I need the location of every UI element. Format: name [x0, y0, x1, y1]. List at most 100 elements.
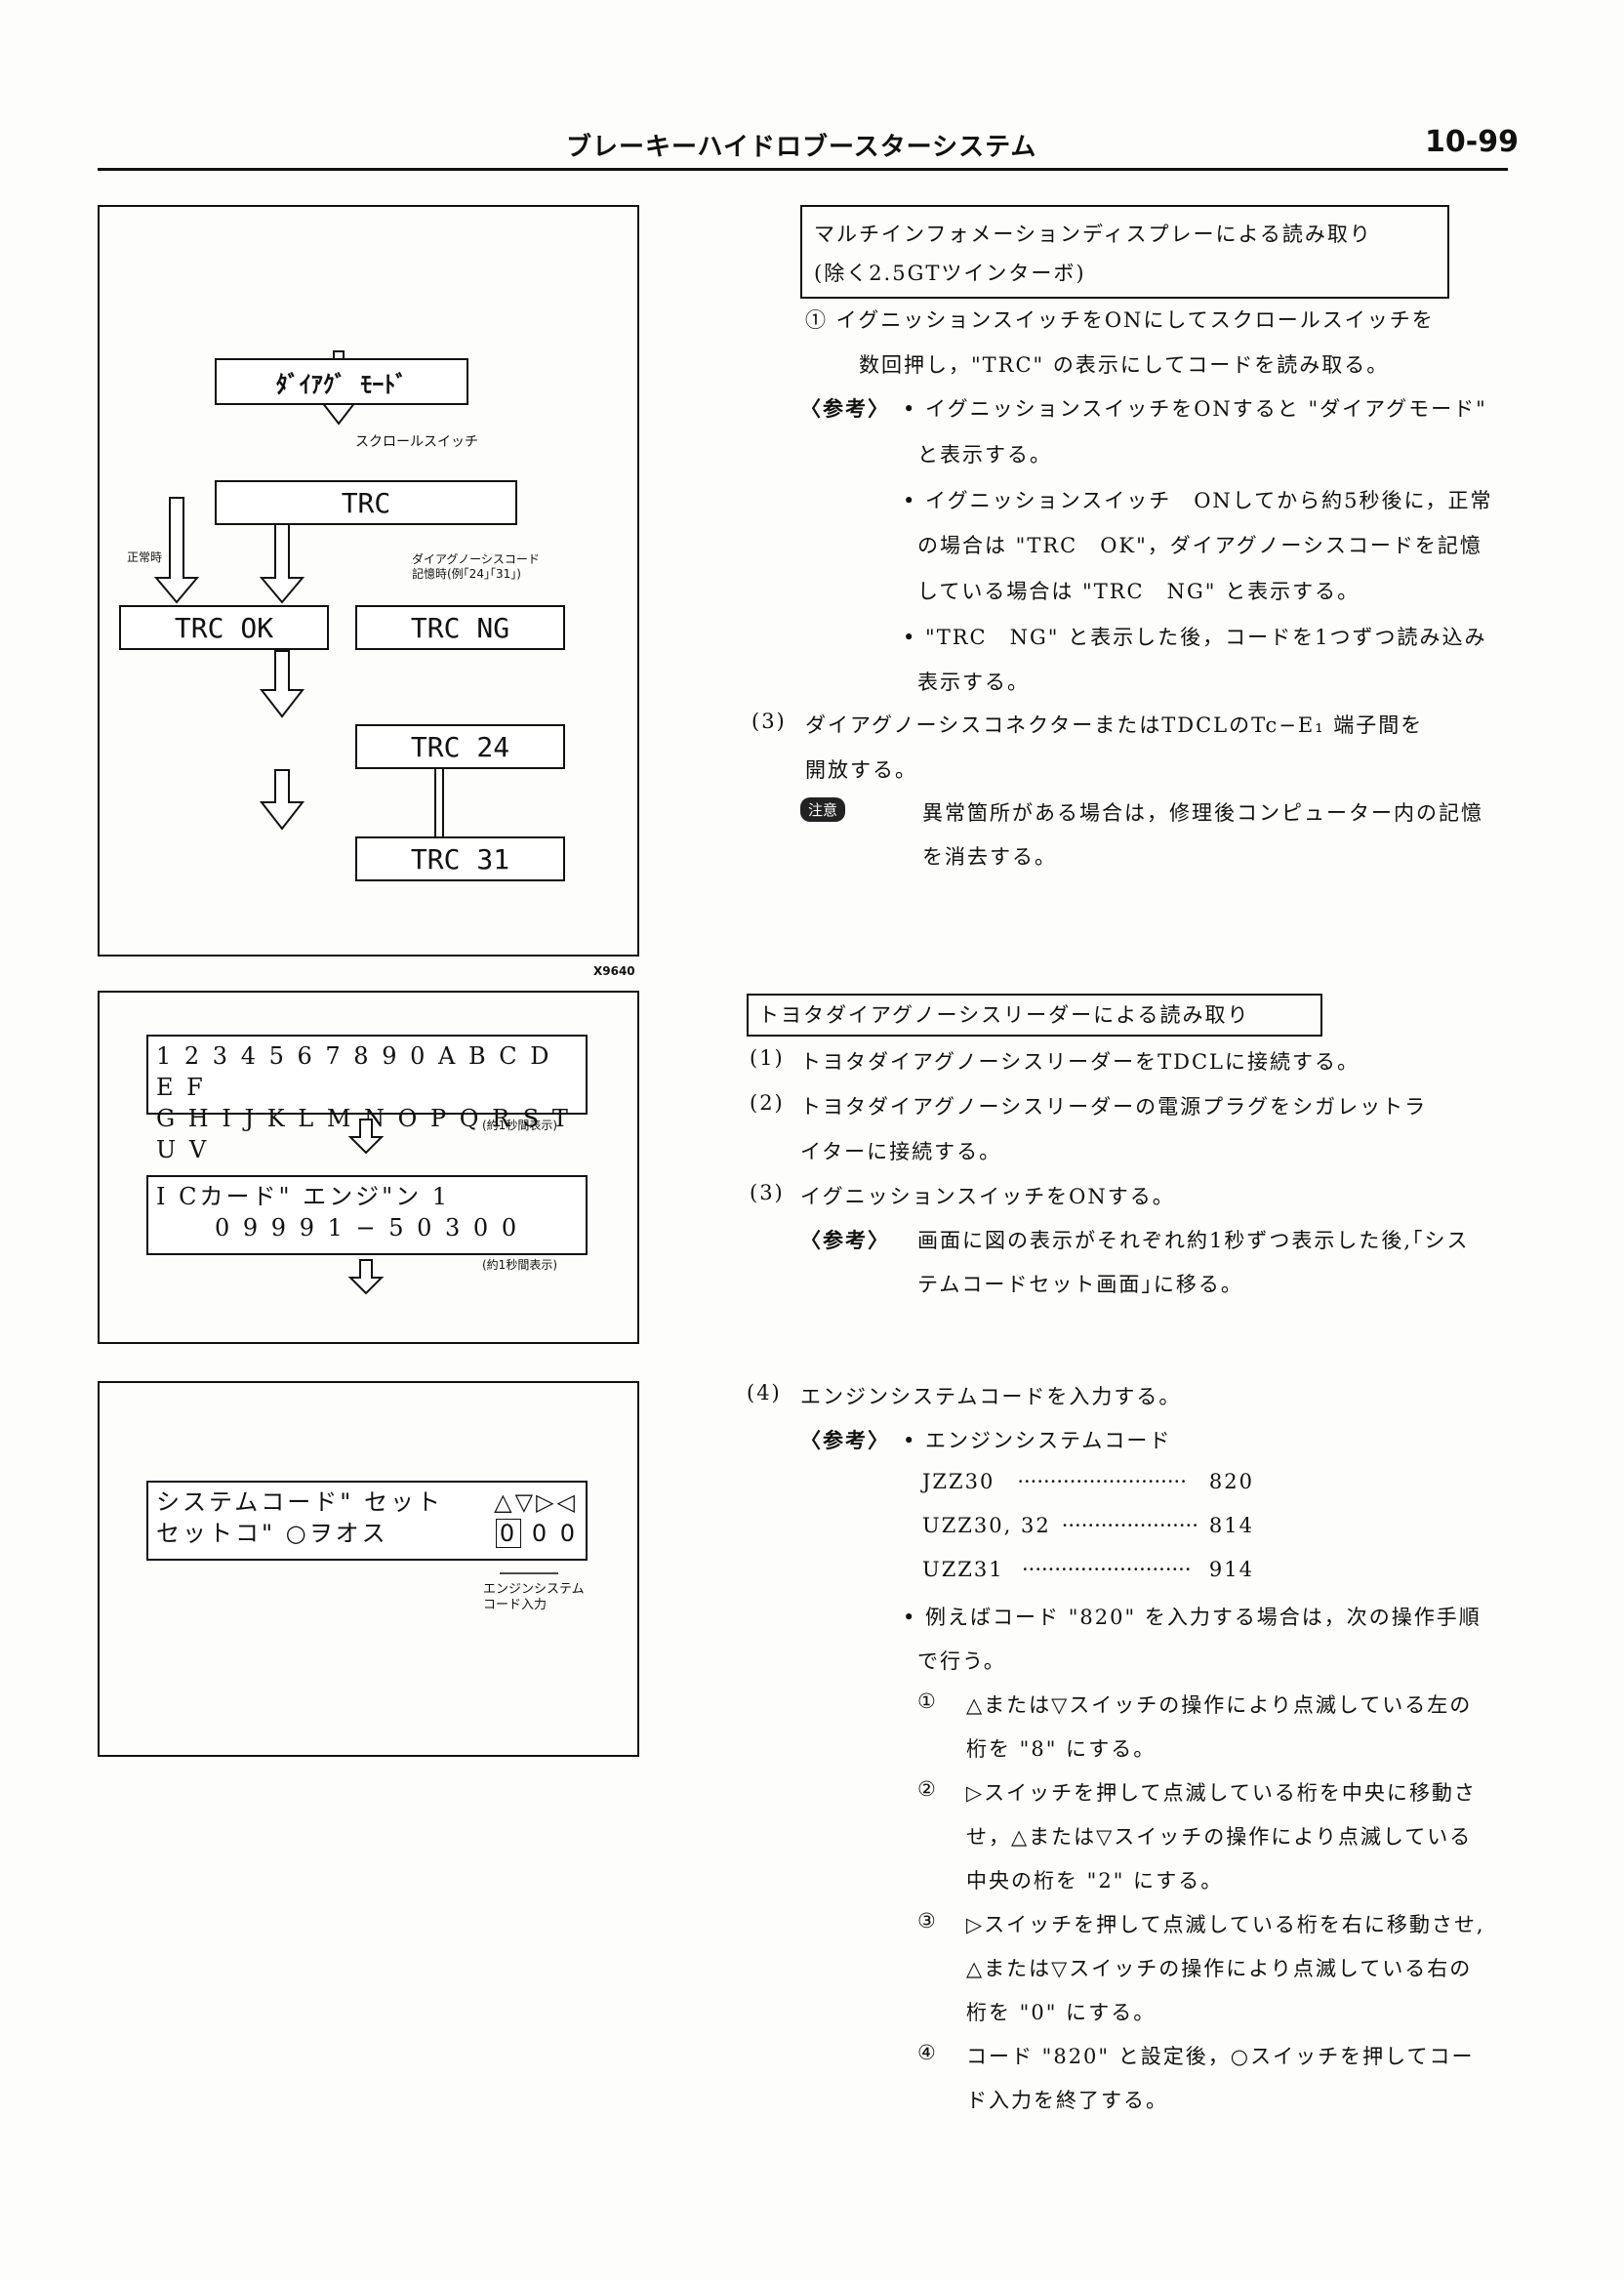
reader-ref-line-1: 画面に図の表示がそれぞれ約1秒ずつ表示した後,｢シス — [917, 1229, 1470, 1252]
code-digits-rest: 0 0 — [521, 1520, 578, 1547]
op-2-number: ② — [917, 1777, 938, 1801]
section-reader-title: トヨタダイアグノーシスリーダーによる読み取り — [747, 994, 1322, 1037]
step-4: エンジンシステムコードを入力する。 — [800, 1385, 1182, 1408]
code-value: 814 — [1208, 1514, 1254, 1537]
press-button-text: セットコ" ○ヲオス — [156, 1520, 388, 1547]
code-row: UZZ30, 32 ····················· 814 — [922, 1514, 1254, 1537]
code-leader: ·························· — [1021, 1558, 1192, 1581]
op-1b: 桁を "8" にする。 — [966, 1737, 1157, 1761]
op-3a: ▷スイッチを押して点滅している桁を右に移動させ, — [966, 1913, 1485, 1936]
step-1-line-2: 数回押し，"TRC" の表示にしてコードを読み取る。 — [859, 353, 1390, 377]
ref-bullet-1b: と表示する。 — [917, 443, 1052, 467]
code-ref-bullet-2b: で行う。 — [917, 1649, 1006, 1673]
header-rule — [98, 168, 1508, 171]
ref-bullet-2c: している場合は "TRC NG" と表示する。 — [917, 580, 1360, 603]
system-code-display: システムコード" セット △▽▷◁ セットコ" ○ヲオス 0 0 0 — [146, 1481, 588, 1561]
normal-label: 正常時 — [127, 550, 163, 564]
char-test-display: 1 2 3 4 5 6 7 8 9 0 A B C D E F G H I J … — [146, 1035, 588, 1163]
op-4a: コード "820" と設定後，○スイッチを押してコー — [966, 2045, 1475, 2068]
code-row: JZZ30 ·························· 820 — [922, 1470, 1254, 1493]
down-arrow-icon — [347, 1119, 385, 1155]
op-3b: △または▽スイッチの操作により点滅している右の — [966, 1957, 1473, 1980]
caution-badge: 注意 — [800, 797, 846, 822]
code-leader: ·························· — [1017, 1470, 1187, 1493]
code-value: 820 — [1208, 1470, 1254, 1493]
trc-24-box: TRC 24 — [355, 724, 565, 769]
code-value: 914 — [1208, 1558, 1254, 1581]
reader-reference-tag: 〈参考〉 — [800, 1228, 890, 1252]
code-display-row-2: セットコ" ○ヲオス 0 0 0 — [156, 1518, 578, 1549]
reader-step-1: トヨタダイアグノーシスリーダーをTDCLに接続する。 — [800, 1050, 1360, 1074]
reference-tag: 〈参考〉 — [800, 396, 890, 421]
code-ref-bullet-1: • エンジンシステムコード — [903, 1429, 1172, 1452]
op-1-number: ① — [917, 1690, 938, 1713]
dtc-label-line1: ダイアグノーシスコード — [412, 552, 540, 566]
code-leader: ····················· — [1061, 1514, 1198, 1537]
code-ref-bullet-2a: • 例えばコード "820" を入力する場合は，次の操作手順 — [903, 1606, 1482, 1629]
reader-step-2a: トヨタダイアグノーシスリーダーの電源プラグをシガレットラ — [800, 1095, 1428, 1119]
code-row: UZZ31 ·························· 914 — [922, 1558, 1254, 1581]
reader-ref-line-2: テムコードセット画面｣に移る。 — [917, 1273, 1243, 1296]
step-3-number: (3) — [751, 710, 787, 733]
op-4b: ド入力を終了する。 — [966, 2089, 1168, 2112]
down-arrow-icon — [347, 1259, 385, 1295]
section-title-line-2: (除く2.5GTツインターボ) — [814, 262, 1086, 285]
trc-ng-box: TRC NG — [355, 605, 565, 650]
scroll-switch-label: スクロールスイッチ — [355, 434, 478, 450]
char-row-1: 1 2 3 4 5 6 7 8 9 0 A B C D E F — [156, 1042, 552, 1101]
reader-step-1-number: (1) — [750, 1046, 785, 1070]
reader-step-3: イグニッションスイッチをONする。 — [800, 1185, 1175, 1208]
ic-row-2: 0 9 9 9 1 − 5 0 3 0 0 — [215, 1214, 520, 1242]
ic-card-display: I Cカード" エンジ"ン 1 0 9 9 9 1 − 5 0 3 0 0 — [146, 1175, 588, 1255]
flowchart-figure: ﾀﾞｲｱｸﾞ ﾓｰﾄﾞ スクロールスイッチ TRC 正常時 ダイアグノーシスコー… — [98, 205, 639, 957]
step-3-line-2: 開放する。 — [805, 758, 917, 782]
engine-system-caption-2: コード入力 — [483, 1598, 548, 1612]
direction-arrows-text: △▽▷◁ — [494, 1488, 578, 1516]
code-display-row-1: システムコード" セット △▽▷◁ — [156, 1486, 578, 1518]
system-code-set-text: システムコード" セット — [156, 1488, 443, 1516]
code-reference-tag: 〈参考〉 — [800, 1428, 890, 1452]
caution-line-2: を消去する。 — [922, 845, 1057, 869]
code-model: UZZ31 — [922, 1558, 1004, 1581]
ref-bullet-3b: 表示する。 — [917, 671, 1030, 694]
reader-step-2-number: (2) — [750, 1091, 785, 1115]
trc-31-box: TRC 31 — [355, 836, 565, 881]
system-code-figure: システムコード" セット △▽▷◁ セットコ" ○ヲオス 0 0 0 エンジンシ… — [98, 1381, 639, 1757]
caution-tag: 注意 — [800, 797, 846, 822]
duration-note-2: (約1秒間表示) — [482, 1258, 557, 1272]
code-model: UZZ30, 32 — [922, 1514, 1051, 1537]
display-sequence-figure: 1 2 3 4 5 6 7 8 9 0 A B C D E F G H I J … — [98, 991, 639, 1344]
op-3c: 桁を "0" にする。 — [966, 2001, 1157, 2024]
code-model: JZZ30 — [922, 1470, 995, 1493]
ref-bullet-1a: • イグニッションスイッチをONすると "ダイアグモード" — [903, 397, 1487, 421]
pointer-line — [500, 1572, 558, 1574]
step-1-line-1: ① イグニッションスイッチをONにしてスクロールスイッチを — [805, 308, 1435, 332]
op-4-number: ④ — [917, 2041, 938, 2064]
trc-box: TRC — [215, 480, 517, 525]
section-multi-info-title: マルチインフォメーションディスプレーによる読み取り (除く2.5GTツインターボ… — [800, 205, 1449, 299]
blinking-digit: 0 — [495, 1519, 522, 1548]
reader-step-3-number: (3) — [750, 1181, 785, 1204]
ref-bullet-3a: • "TRC NG" と表示した後，コードを1つずつ読み込み — [903, 626, 1487, 649]
page-title: ブレーキーハイドロブースターシステム — [566, 133, 1037, 162]
engine-system-caption-1: エンジンシステム — [483, 1582, 585, 1597]
op-1a: △または▽スイッチの操作により点滅している左の — [966, 1693, 1473, 1717]
ref-bullet-2b: の場合は "TRC OK"，ダイアグノーシスコードを記憶 — [917, 534, 1482, 557]
reader-step-2b: イターに接続する。 — [800, 1140, 1002, 1163]
trc-ok-box: TRC OK — [119, 605, 329, 650]
op-2c: 中央の桁を "2" にする。 — [966, 1869, 1224, 1893]
duration-note-1: (約1秒間表示) — [482, 1119, 557, 1132]
step-4-number: (4) — [747, 1381, 782, 1405]
code-digits: 0 0 0 — [495, 1518, 578, 1549]
section-title-line-1: マルチインフォメーションディスプレーによる読み取り — [814, 223, 1372, 246]
diag-mode-box: ﾀﾞｲｱｸﾞ ﾓｰﾄﾞ — [215, 358, 468, 405]
op-3-number: ③ — [917, 1909, 938, 1933]
caution-line-1: 異常箇所がある場合は，修理後コンピューター内の記憶 — [922, 801, 1483, 825]
step-3-line-1: ダイアグノーシスコネクターまたはTDCLのTc−E₁ 端子間を — [805, 713, 1424, 737]
page-number: 10-99 — [1425, 125, 1519, 159]
op-2a: ▷スイッチを押して点滅している桁を中央に移動さ — [966, 1781, 1477, 1805]
figure-number: X9640 — [593, 964, 635, 978]
op-2b: せ，△または▽スイッチの操作により点滅している — [966, 1825, 1473, 1849]
ref-bullet-2a: • イグニッションスイッチ ONしてから約5秒後に，正常 — [903, 489, 1493, 512]
ic-row-1: I Cカード" エンジ"ン 1 — [156, 1183, 451, 1210]
